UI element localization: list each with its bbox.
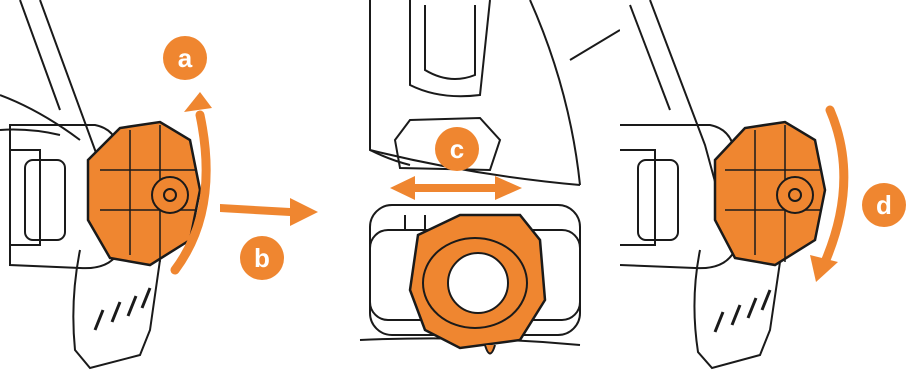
step-badge-b: b	[240, 236, 284, 280]
right-arrow-icon	[220, 198, 318, 226]
step-badge-c: c	[435, 127, 479, 171]
knob-icon	[713, 120, 827, 267]
knob-rotate-up-illustration	[0, 0, 318, 370]
double-arrow-icon	[390, 176, 522, 200]
panel-step-c	[330, 0, 620, 379]
rotate-down-arrow-icon	[810, 105, 849, 282]
knob-rotate-down-illustration	[620, 0, 849, 370]
mount-slide-illustration	[359, 0, 620, 355]
panel-step-d	[620, 0, 916, 379]
step-badge-a: a	[163, 36, 207, 80]
panel-step-a-b	[0, 0, 330, 379]
rotate-up-arrow-icon	[170, 92, 212, 275]
knob-icon	[86, 120, 202, 267]
step-badge-d: d	[862, 183, 906, 227]
mount-ring-icon	[408, 213, 547, 355]
